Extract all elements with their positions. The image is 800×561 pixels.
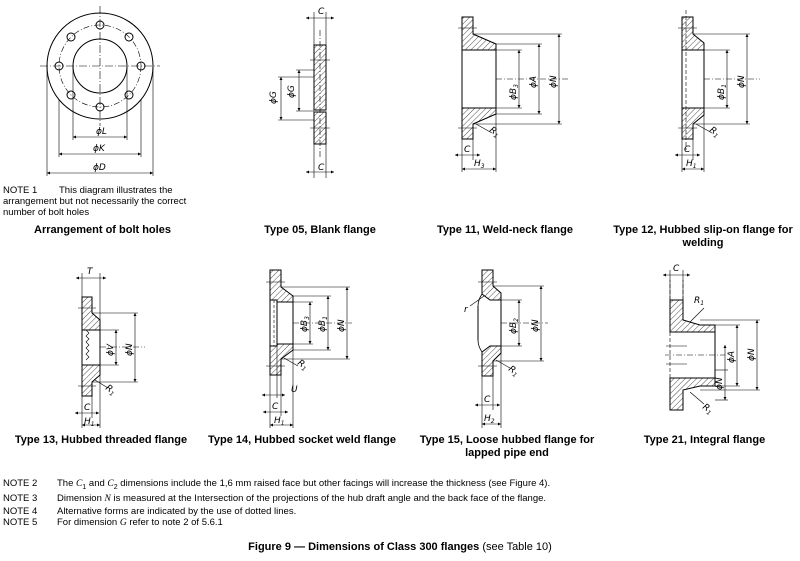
type14-drawing (262, 269, 352, 428)
t05-dim-G-inner: ϕG (287, 85, 297, 98)
type12-drawing (675, 10, 760, 172)
t13-dim-C: C (84, 403, 91, 413)
t05-dim-C-bottom: C (318, 163, 325, 173)
t12-dim-N: ϕN (737, 75, 747, 88)
t15-dim-B2: ϕB2 (509, 318, 520, 334)
t14-dim-R1: R1 (295, 358, 310, 373)
caption-type14: Type 14, Hubbed socket weld flange (207, 434, 397, 446)
t21-dim-N-inner: ϕN (715, 377, 725, 390)
figure-caption: Figure 9 — Dimensions of Class 300 flang… (248, 541, 552, 553)
t14-dim-B3: ϕB3 (300, 316, 311, 332)
t21-dim-N-outer: ϕN (747, 348, 757, 361)
type11-drawing (455, 16, 570, 172)
caption-type15: Type 15, Loose hubbed flange for lapped … (419, 434, 595, 459)
t05-dim-C-top: C (318, 7, 325, 17)
t12-dim-B1: ϕB1 (717, 84, 728, 100)
dim-label-L: ϕL (96, 127, 107, 137)
t11-dim-A: ϕA (529, 76, 539, 88)
t13-dim-V: ϕV (106, 343, 116, 356)
t13-dim-T: T (87, 267, 94, 277)
t15-dim-N: ϕN (531, 319, 541, 332)
dim-label-K: ϕK (93, 144, 106, 154)
t11-dim-R1: R1 (487, 125, 502, 140)
t12-dim-R1: R1 (707, 125, 722, 140)
t21-dim-R1-bottom: R1 (700, 402, 715, 417)
t11-dim-N: ϕN (549, 75, 559, 88)
t15-dim-r: r (464, 305, 469, 315)
dim-label-D: ϕD (93, 163, 106, 173)
t15-dim-C: C (484, 395, 491, 405)
caption-type12: Type 12, Hubbed slip-on flange for weldi… (613, 224, 793, 249)
t13-dim-N: ϕN (125, 343, 135, 356)
t13-dim-R1: R1 (103, 383, 118, 398)
t21-dim-A: ϕA (727, 351, 737, 363)
t11-dim-B3: ϕB3 (509, 84, 520, 100)
caption-type13: Type 13, Hubbed threaded flange (14, 434, 188, 446)
t21-dim-R1-top: R1 (694, 296, 704, 307)
t05-dim-G-outer: ϕG (269, 91, 279, 104)
t14-dim-N: ϕN (337, 319, 347, 332)
note-1-key: NOTE 1 (3, 185, 38, 196)
t21-dim-C: C (673, 264, 680, 274)
type13-drawing (75, 273, 145, 428)
t15-dim-R1: R1 (506, 364, 521, 379)
t14-dim-B1: ϕB1 (318, 316, 329, 332)
t11-dim-C: C (464, 145, 471, 155)
t14-dim-C: C (272, 402, 279, 412)
note-1-text: This diagram illustrates the arrangement… (3, 185, 187, 218)
caption-type05: Type 05, Blank flange (264, 224, 376, 236)
caption-type21: Type 21, Integral flange (643, 434, 766, 446)
t13-dim-H1: H1 (84, 417, 95, 428)
t14-dim-H1: H1 (274, 416, 285, 427)
bolt-holes-drawing (40, 6, 160, 176)
type15-drawing (469, 269, 548, 428)
t11-dim-H3: H3 (474, 159, 485, 170)
t14-dim-U: U (291, 385, 298, 395)
caption-bolt-holes: Arrangement of bolt holes (34, 224, 171, 236)
t12-dim-C: C (684, 145, 691, 155)
caption-type11: Type 11, Weld-neck flange (437, 224, 573, 236)
t12-dim-H1: H1 (686, 159, 697, 170)
type21-drawing (663, 270, 760, 411)
type05-drawing (278, 12, 334, 178)
t15-dim-H2: H2 (484, 414, 495, 425)
